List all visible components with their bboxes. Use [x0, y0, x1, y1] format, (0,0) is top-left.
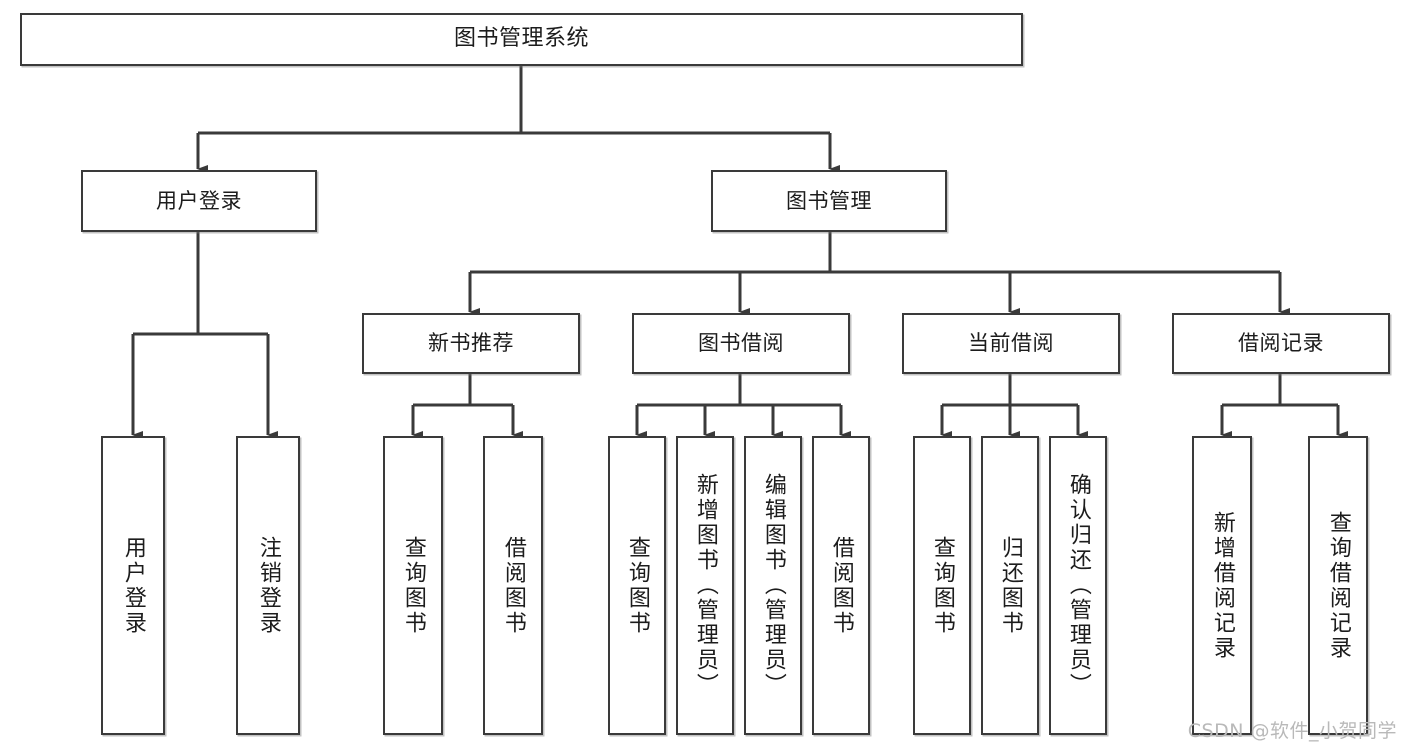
leaf-confirm-return-admin[interactable]: 确认归还（管理员）: [1049, 436, 1107, 735]
node-label: 查询图书: [400, 535, 426, 636]
node-book-management-system[interactable]: 图书管理系统: [20, 13, 1023, 66]
node-label: 借阅图书: [828, 535, 854, 636]
node-label: 查询借阅记录: [1325, 510, 1351, 661]
node-label: 当前借阅: [968, 331, 1054, 356]
node-current-borrowing[interactable]: 当前借阅: [902, 313, 1120, 374]
node-label: 归还图书: [997, 535, 1023, 636]
leaf-add-book-admin[interactable]: 新增图书（管理员）: [676, 436, 734, 735]
node-label: 查询图书: [624, 535, 650, 636]
leaf-edit-book-admin[interactable]: 编辑图书（管理员）: [744, 436, 802, 735]
node-user-login[interactable]: 用户登录: [81, 170, 317, 232]
node-new-book-recommendation[interactable]: 新书推荐: [362, 313, 580, 374]
node-label: 图书管理系统: [453, 26, 589, 52]
leaf-borrow-books-recommendation[interactable]: 借阅图书: [483, 436, 543, 735]
node-borrow-records[interactable]: 借阅记录: [1172, 313, 1390, 374]
node-book-borrowing[interactable]: 图书借阅: [632, 313, 850, 374]
node-label: 注销登录: [255, 535, 281, 636]
node-label: 图书借阅: [698, 331, 784, 356]
node-label: 图书管理: [786, 188, 872, 213]
node-label: 用户登录: [120, 535, 146, 636]
leaf-query-borrow-record[interactable]: 查询借阅记录: [1308, 436, 1368, 735]
node-label: 借阅记录: [1238, 331, 1324, 356]
node-book-management[interactable]: 图书管理: [711, 170, 947, 232]
leaf-logout[interactable]: 注销登录: [236, 436, 300, 735]
leaf-query-books-recommendation[interactable]: 查询图书: [383, 436, 443, 735]
node-label: 新书推荐: [428, 331, 514, 356]
node-label: 新增借阅记录: [1209, 510, 1235, 661]
node-label: 用户登录: [156, 188, 242, 213]
leaf-user-login[interactable]: 用户登录: [101, 436, 165, 735]
leaf-query-books-current[interactable]: 查询图书: [913, 436, 971, 735]
node-label: 新增图书（管理员）: [692, 473, 718, 698]
node-label: 借阅图书: [500, 535, 526, 636]
node-label: 查询图书: [929, 535, 955, 636]
leaf-borrow-books[interactable]: 借阅图书: [812, 436, 870, 735]
node-label: 确认归还（管理员）: [1065, 473, 1091, 698]
leaf-query-books-borrowing[interactable]: 查询图书: [608, 436, 666, 735]
leaf-add-borrow-record[interactable]: 新增借阅记录: [1192, 436, 1252, 735]
leaf-return-books[interactable]: 归还图书: [981, 436, 1039, 735]
node-label: 编辑图书（管理员）: [760, 473, 786, 698]
